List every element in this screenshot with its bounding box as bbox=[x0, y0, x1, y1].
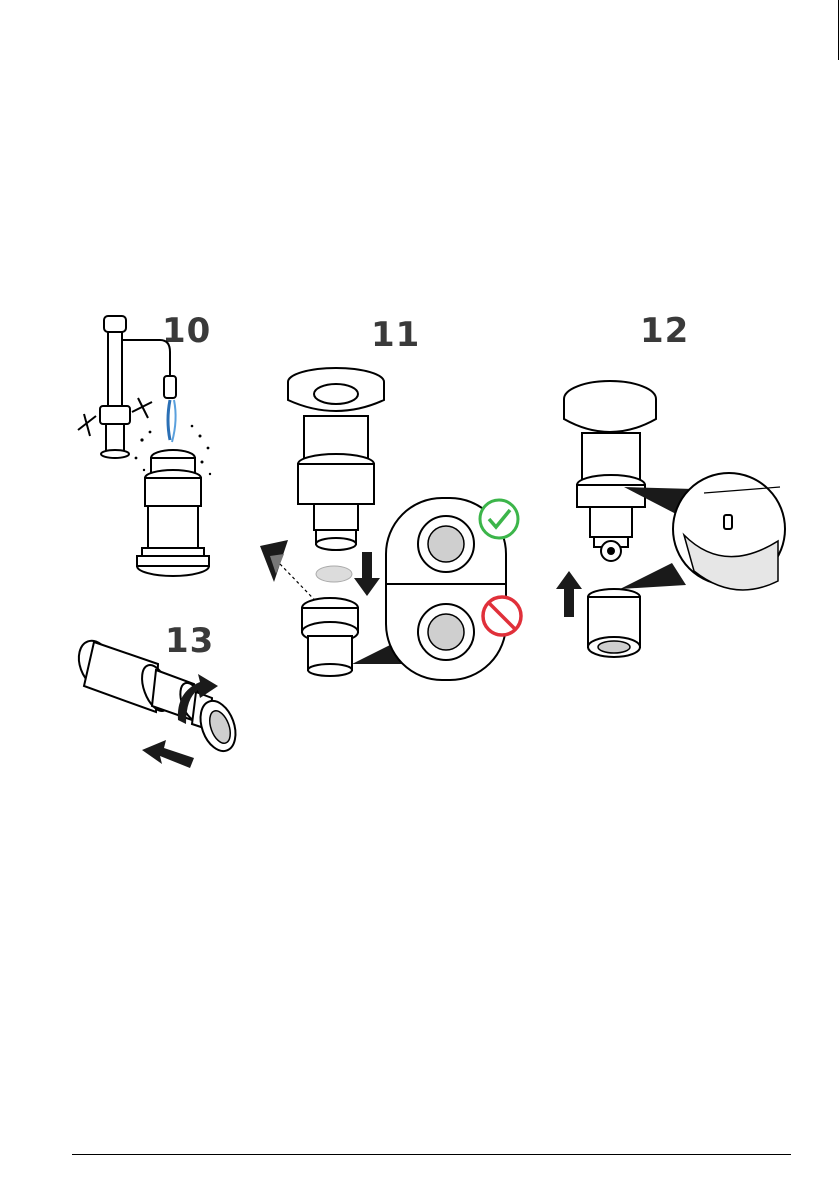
step-number-11: 11 bbox=[371, 318, 420, 352]
attach-cap-illustration bbox=[554, 375, 790, 680]
check-icon bbox=[477, 497, 521, 541]
rinse-under-tap-illustration bbox=[70, 310, 220, 590]
prohibited-icon bbox=[480, 594, 524, 638]
footer-rule bbox=[72, 1154, 791, 1155]
screw-on-cap-illustration bbox=[72, 632, 247, 772]
step-number-12: 12 bbox=[640, 314, 689, 348]
